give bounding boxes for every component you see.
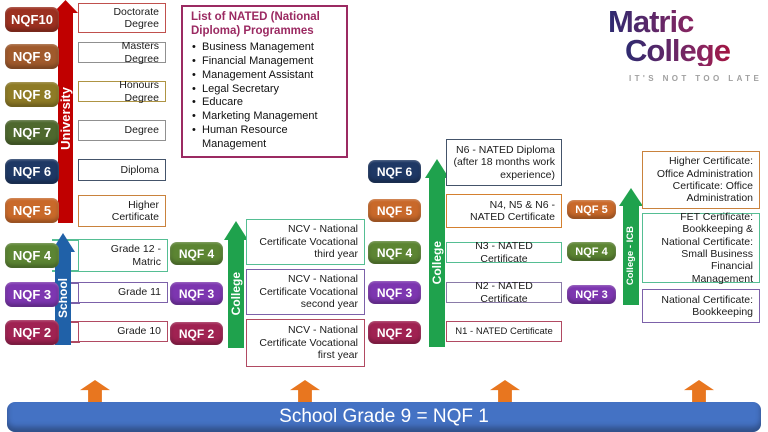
nqf-badge-6-nated: NQF 6 <box>368 160 421 183</box>
college-icb-bar-label: College - ICB <box>625 225 636 286</box>
qualification-box-ncv-third-year: NCV - National Certificate Vocational th… <box>246 219 365 265</box>
nated-list-item: Educare <box>191 96 338 110</box>
nqf-badge-3-ncv: NQF 3 <box>170 282 223 305</box>
qualification-box-n1: N1 - NATED Certificate <box>446 321 562 342</box>
college-icb-bar <box>623 206 639 305</box>
qualification-box-diploma: Diploma <box>78 159 166 181</box>
qualification-box-ncv-second-year: NCV - National Certificate Vocational se… <box>246 269 365 315</box>
nqf-badge-4-nated: NQF 4 <box>368 241 421 264</box>
nqf-badge-3-icb: NQF 3 <box>567 285 616 304</box>
nqf-badge-2-nated: NQF 2 <box>368 321 421 344</box>
up-arrow-icon <box>490 380 520 402</box>
qualification-box-n6-diploma: N6 - NATED Diploma (after 18 months work… <box>446 139 562 186</box>
nqf-badge-4-ncv: NQF 4 <box>170 242 223 265</box>
university-bar-label: University <box>57 86 73 150</box>
college-ncv-bar <box>228 240 244 348</box>
qualification-box-ncv-first-year: NCV - National Certificate Vocational fi… <box>246 319 365 367</box>
nqf-badge-2-school: NQF 2 <box>5 320 59 345</box>
qualification-box-higher-certificate: Higher Certificate <box>78 195 166 227</box>
nated-list-item: Financial Management <box>191 55 338 69</box>
nqf-badge-5-nated: NQF 5 <box>368 199 421 222</box>
nqf-badge-4-school: NQF 4 <box>5 243 59 268</box>
qualification-box-degree: Degree <box>78 120 166 141</box>
college-ncv-bar-label: College <box>228 272 243 316</box>
logo-word-matric: Matric <box>608 6 765 37</box>
university-bar <box>58 13 73 223</box>
up-arrow-icon <box>80 380 110 402</box>
nqf-badge-3-school: NQF 3 <box>5 282 59 307</box>
qualification-box-n2: N2 - NATED Certificate <box>446 280 562 305</box>
qualification-box-grade12: Grade 12 - Matric <box>78 239 168 272</box>
nated-list-item: Management Assistant <box>191 69 338 83</box>
qualification-box-icb-national-certificate: National Certificate: Bookkeeping <box>642 289 760 323</box>
nated-list-item: Business Management <box>191 41 338 55</box>
up-arrow-icon <box>684 380 714 402</box>
qualification-box-n4-n5-n6: N4, N5 & N6 - NATED Certificate <box>446 194 562 228</box>
nated-list-item: Marketing Management <box>191 110 338 124</box>
nqf-badge-5-icb: NQF 5 <box>567 200 616 219</box>
qualification-box-doctorate: Doctorate Degree <box>78 3 166 33</box>
nated-list-item: Human Resource Management <box>191 124 338 152</box>
nqf-badge-9: NQF 9 <box>5 44 59 69</box>
bottom-bar: School Grade 9 = NQF 1 <box>7 402 761 432</box>
qualification-box-icb-fet-certificate: FET Certificate: Bookkeeping & National … <box>642 211 760 285</box>
nated-list-box: List of NATED (National Diploma) Program… <box>181 5 348 158</box>
qualification-box-grade10: Grade 10 <box>78 321 168 342</box>
logo-tagline: IT'S NOT TOO LATE <box>629 74 763 83</box>
logo-word-college: College <box>625 35 765 66</box>
nqf-badge-6: NQF 6 <box>5 159 59 184</box>
bottom-bar-label: School Grade 9 = NQF 1 <box>279 406 489 427</box>
qualification-box-icb-higher-certificate: Higher Certificate: Office Administratio… <box>642 151 760 209</box>
qualification-box-masters: Masters Degree <box>78 40 166 65</box>
qualification-box-honours: Honours Degree <box>78 79 166 104</box>
nqf-badge-5: NQF 5 <box>5 198 59 223</box>
nqf-badge-10: NQF10 <box>5 7 59 32</box>
nated-list: Business Management Financial Management… <box>191 41 338 153</box>
college-nated-bar-label: College <box>429 240 444 285</box>
college-icb-bar-arrowhead <box>619 188 643 206</box>
nated-list-item: Legal Secretary <box>191 83 338 97</box>
nqf-badge-8: NQF 8 <box>5 82 59 107</box>
nqf-badge-2-ncv: NQF 2 <box>170 322 223 345</box>
matric-college-logo: Matric College IT'S NOT TOO LATE <box>595 6 765 83</box>
college-ncv-bar-arrowhead <box>224 221 248 240</box>
nqf-badge-4-icb: NQF 4 <box>567 242 616 261</box>
nated-list-title: List of NATED (National Diploma) Program… <box>191 11 320 37</box>
college-nated-bar <box>429 178 445 347</box>
school-bar <box>55 252 71 345</box>
nqf-badge-7: NQF 7 <box>5 120 59 145</box>
up-arrow-icon <box>290 380 320 402</box>
qualification-box-n3: N3 - NATED Certificate <box>446 240 562 265</box>
nqf-badge-3-nated: NQF 3 <box>368 281 421 304</box>
qualification-box-grade11: Grade 11 <box>78 282 168 303</box>
